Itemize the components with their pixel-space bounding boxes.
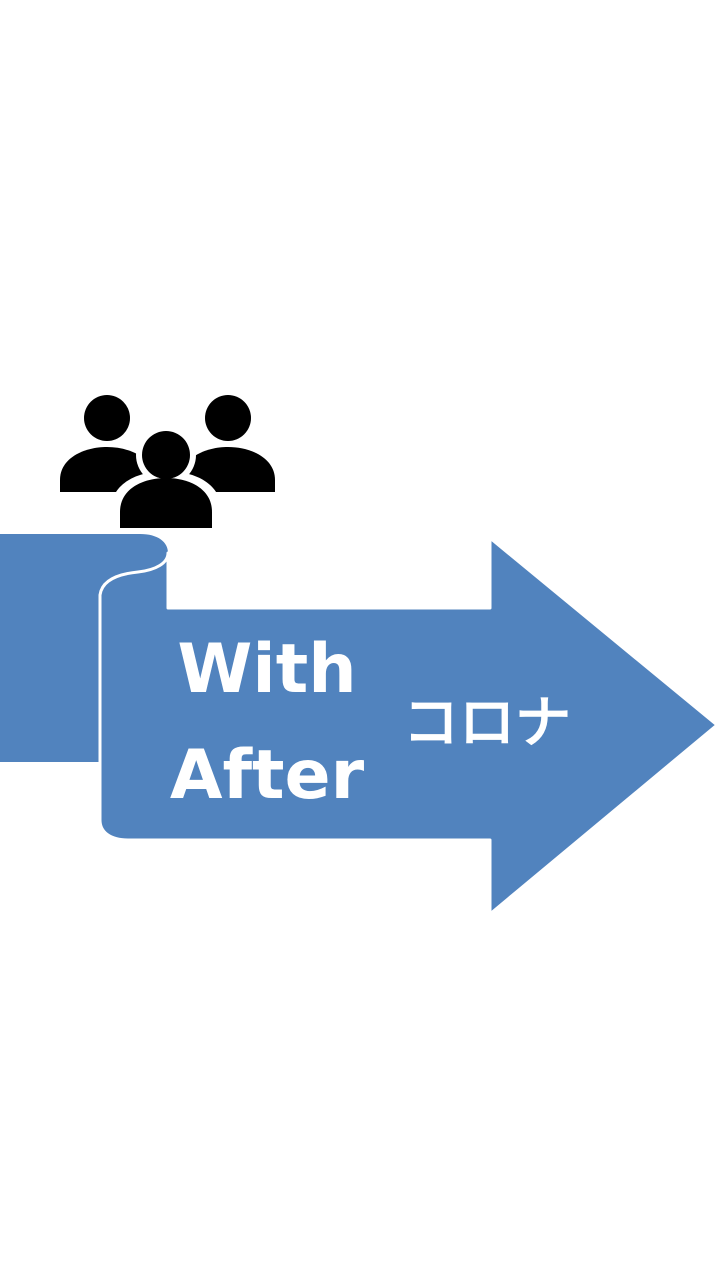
banner-suffix-corona: コロナ (403, 691, 571, 756)
banner-line-after: After (170, 736, 365, 815)
person-right-icon (181, 395, 275, 492)
ribbon-arrow (98, 536, 719, 916)
people-group-icon (60, 395, 275, 532)
person-center-icon (120, 431, 212, 528)
banner-line-with: With (177, 630, 356, 709)
